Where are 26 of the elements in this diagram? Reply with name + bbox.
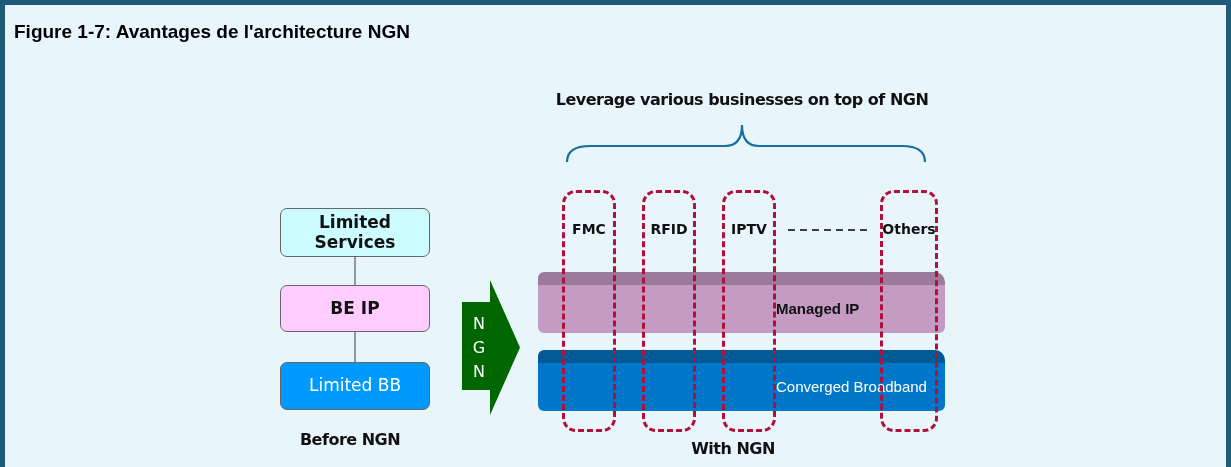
connector-line [354, 331, 356, 363]
service-column [642, 190, 696, 432]
service-label: Others [882, 221, 936, 238]
box-label: Limited Services [313, 212, 397, 253]
layer-box [280, 285, 430, 332]
layer-label: Managed IP [776, 300, 860, 318]
section-caption: Before NGN [299, 430, 401, 449]
layer-label: Converged Broadband [776, 378, 927, 396]
arrow-label: NGN [471, 312, 487, 383]
box-label: Limited BB [308, 376, 402, 396]
transition-arrow [462, 280, 520, 415]
network-layer-band [538, 272, 945, 333]
dashed-connector [787, 229, 869, 231]
service-label: RFID [650, 221, 688, 238]
service-column [722, 190, 776, 432]
layer-box [280, 208, 430, 257]
section-caption: With NGN [691, 439, 775, 458]
brace-caption: Leverage various businesses on top of NGN [555, 90, 929, 109]
network-layer-band [538, 350, 945, 411]
connector-line [354, 256, 356, 286]
figure-title: Figure 1-7: Avantages de l'architecture NGN [14, 21, 410, 43]
layer-box [280, 362, 430, 410]
service-label: IPTV [731, 221, 767, 238]
service-label: FMC [572, 221, 606, 238]
box-label: BE IP [330, 298, 380, 319]
service-column [562, 190, 616, 432]
